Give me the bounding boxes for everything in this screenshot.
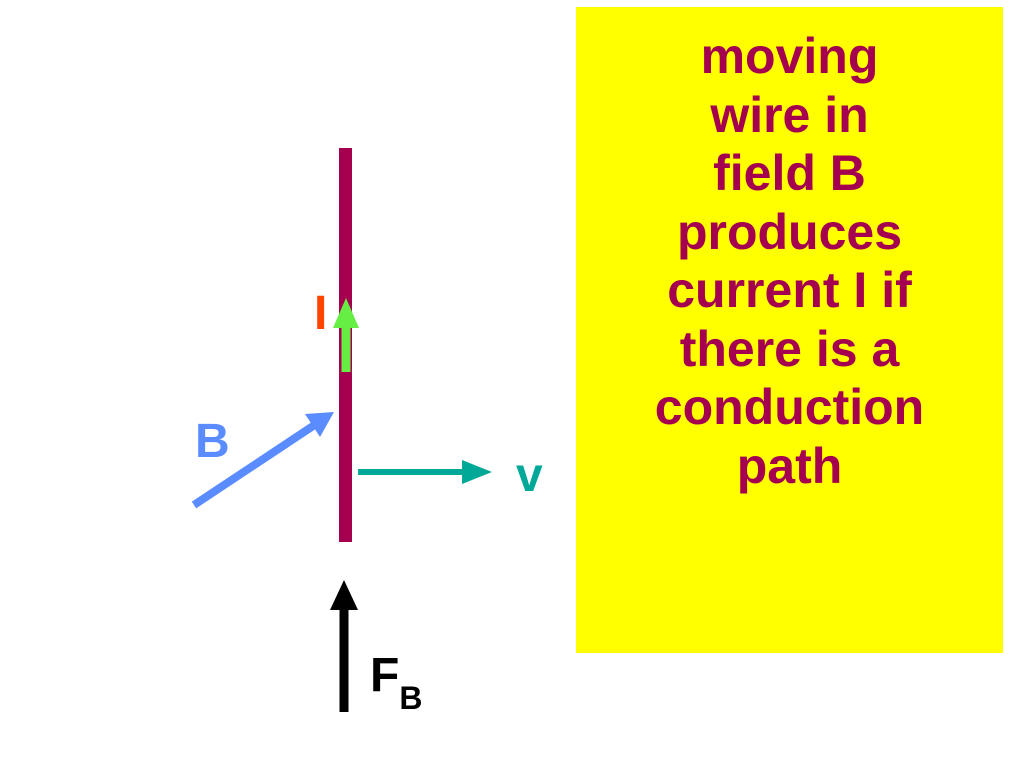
velocity-label: v — [516, 449, 543, 502]
field-label: B — [195, 415, 230, 468]
force-label-main: F — [370, 649, 400, 702]
note-line: there is a — [679, 320, 900, 377]
force-label-subscript: B — [399, 680, 423, 716]
current-label: I — [314, 287, 328, 340]
note-line: current I if — [667, 262, 912, 318]
force-label: FB — [370, 649, 422, 715]
note-line: produces — [676, 203, 903, 260]
field-arrow — [191, 420, 319, 509]
velocity-arrowhead — [462, 460, 492, 484]
explanation-note: moving wire in field B produces current … — [576, 7, 1003, 653]
note-line: conduction — [654, 379, 925, 435]
note-line: field B — [713, 145, 866, 201]
field-arrowhead — [305, 412, 334, 437]
note-line: wire in — [710, 86, 869, 143]
note-line: path — [736, 437, 843, 494]
note-line: moving — [700, 28, 879, 84]
force-arrowhead — [330, 580, 358, 610]
current-arrowhead — [333, 298, 359, 328]
